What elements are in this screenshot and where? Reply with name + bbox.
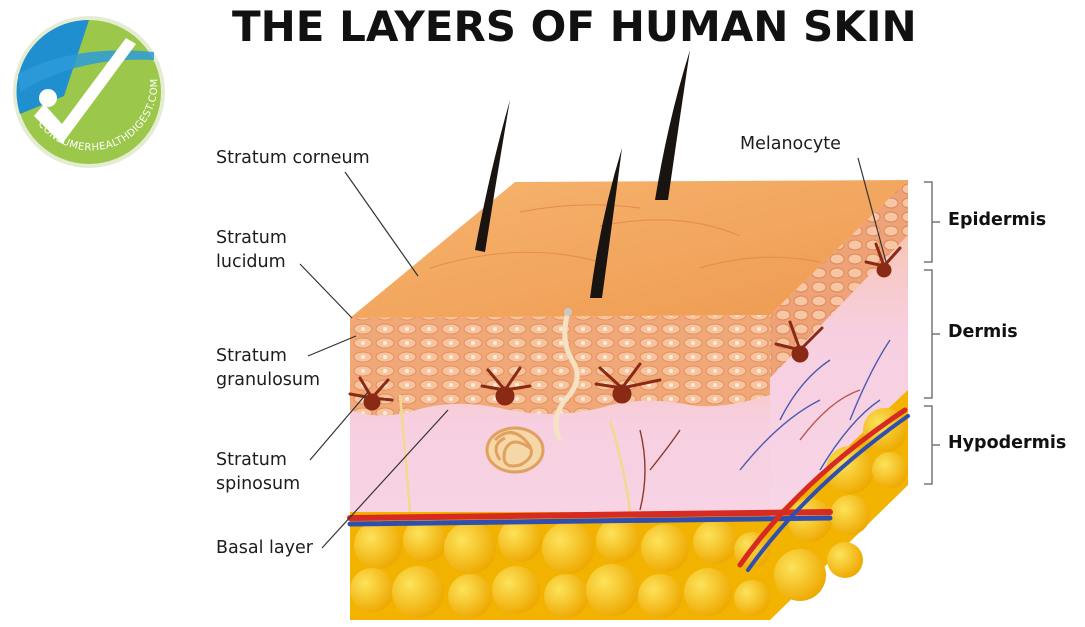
label-stratum-lucidum-line1: Stratum bbox=[216, 226, 287, 250]
label-melanocyte-text: Melanocyte bbox=[740, 132, 841, 156]
bracket-epidermis bbox=[924, 182, 940, 262]
bracket-dermis bbox=[924, 270, 940, 398]
bracket-hypodermis bbox=[924, 406, 940, 484]
layer-brackets bbox=[924, 182, 940, 484]
label-stratum-spinosum: Stratum spinosum bbox=[216, 448, 300, 496]
label-basal-layer-text: Basal layer bbox=[216, 536, 313, 560]
sweat-gland-coil bbox=[487, 428, 543, 472]
label-stratum-corneum: Stratum corneum bbox=[216, 146, 370, 170]
label-stratum-granulosum: Stratum granulosum bbox=[216, 344, 320, 392]
label-stratum-lucidum-line2: lucidum bbox=[216, 250, 287, 274]
leader-stratum-lucidum bbox=[300, 264, 352, 318]
layer-label-epidermis: Epidermis bbox=[948, 210, 1046, 230]
front-fat-layer bbox=[350, 512, 770, 620]
front-epidermis-band bbox=[350, 315, 770, 416]
label-stratum-corneum-text: Stratum corneum bbox=[216, 146, 370, 170]
label-stratum-granulosum-line2: granulosum bbox=[216, 368, 320, 392]
leader-stratum-corneum bbox=[345, 172, 418, 276]
hair-2 bbox=[655, 50, 690, 200]
layer-label-hypodermis: Hypodermis bbox=[948, 433, 1066, 453]
label-melanocyte: Melanocyte bbox=[740, 132, 841, 156]
label-stratum-granulosum-line1: Stratum bbox=[216, 344, 320, 368]
label-stratum-spinosum-line2: spinosum bbox=[216, 472, 300, 496]
sweat-pore bbox=[564, 308, 572, 316]
layer-label-dermis: Dermis bbox=[948, 322, 1018, 342]
label-stratum-lucidum: Stratum lucidum bbox=[216, 226, 287, 274]
label-stratum-spinosum-line1: Stratum bbox=[216, 448, 300, 472]
label-basal-layer: Basal layer bbox=[216, 536, 313, 560]
